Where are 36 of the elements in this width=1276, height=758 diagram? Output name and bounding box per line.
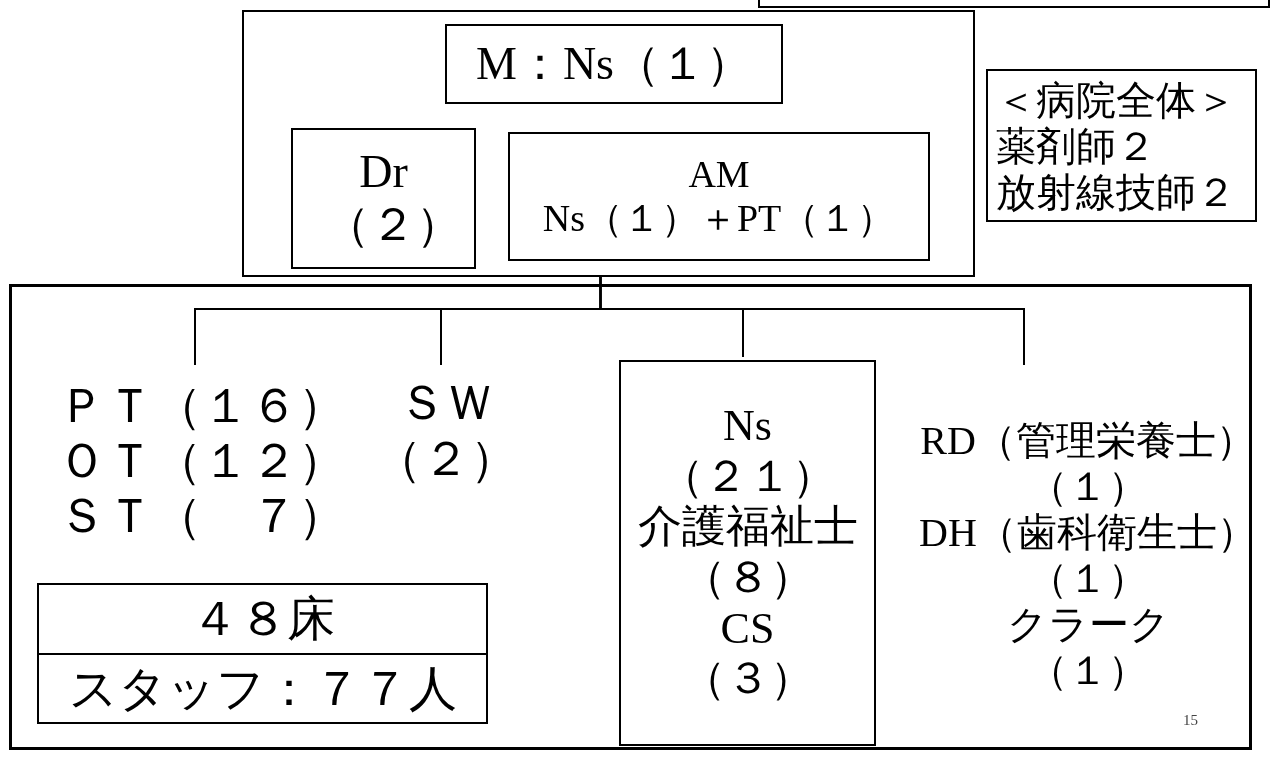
staff-text: ＯＴ（１２） <box>58 432 346 489</box>
summary-box <box>37 583 488 724</box>
staff-text: （１） <box>1028 463 1148 510</box>
staff-text: 放射線技師２ <box>996 168 1236 215</box>
staff-text: （１） <box>1028 555 1148 602</box>
staff-text: ＳＷ <box>397 375 494 431</box>
staff-text: Ns <box>723 401 772 452</box>
staff-text: （２） <box>373 430 518 486</box>
bed-count-text: ４８床 <box>189 591 336 648</box>
staff-text: （１） <box>1028 647 1148 694</box>
staff-text: RD（管理栄養士） <box>920 417 1256 464</box>
role-title: AM <box>688 152 750 197</box>
staff-text: （３） <box>681 654 814 705</box>
staff-text: 薬剤師２ <box>996 122 1156 169</box>
group-frame <box>242 10 975 277</box>
role-box <box>508 132 930 261</box>
page-number: 15 <box>1183 712 1198 729</box>
role-text: Dr （２） <box>323 145 444 252</box>
ward-frame <box>9 284 1252 750</box>
staff-text: DH（歯科衛生士） <box>919 509 1257 556</box>
role-box <box>291 128 476 269</box>
staff-text: ＰＴ（１６） <box>58 377 346 433</box>
connector-line <box>599 276 1025 366</box>
staff-text: クラーク <box>1006 601 1170 648</box>
heading-text: ＜病院全体＞ <box>996 76 1236 123</box>
staff-text: ＳＴ（ ７） <box>58 488 346 544</box>
staff-total-text: スタッフ：７７人 <box>39 652 486 722</box>
staff-text: 介護福祉士 <box>637 502 858 553</box>
staff-text: （８） <box>681 553 814 604</box>
role-box <box>445 24 783 104</box>
staff-text: （２１） <box>659 451 836 503</box>
role-text: Ns（１）＋PT（１） <box>542 196 896 241</box>
staff-box <box>619 360 876 746</box>
info-box <box>986 69 1257 222</box>
staff-text: CS <box>720 603 775 655</box>
manager-text: M：Ns（１） <box>476 37 752 91</box>
